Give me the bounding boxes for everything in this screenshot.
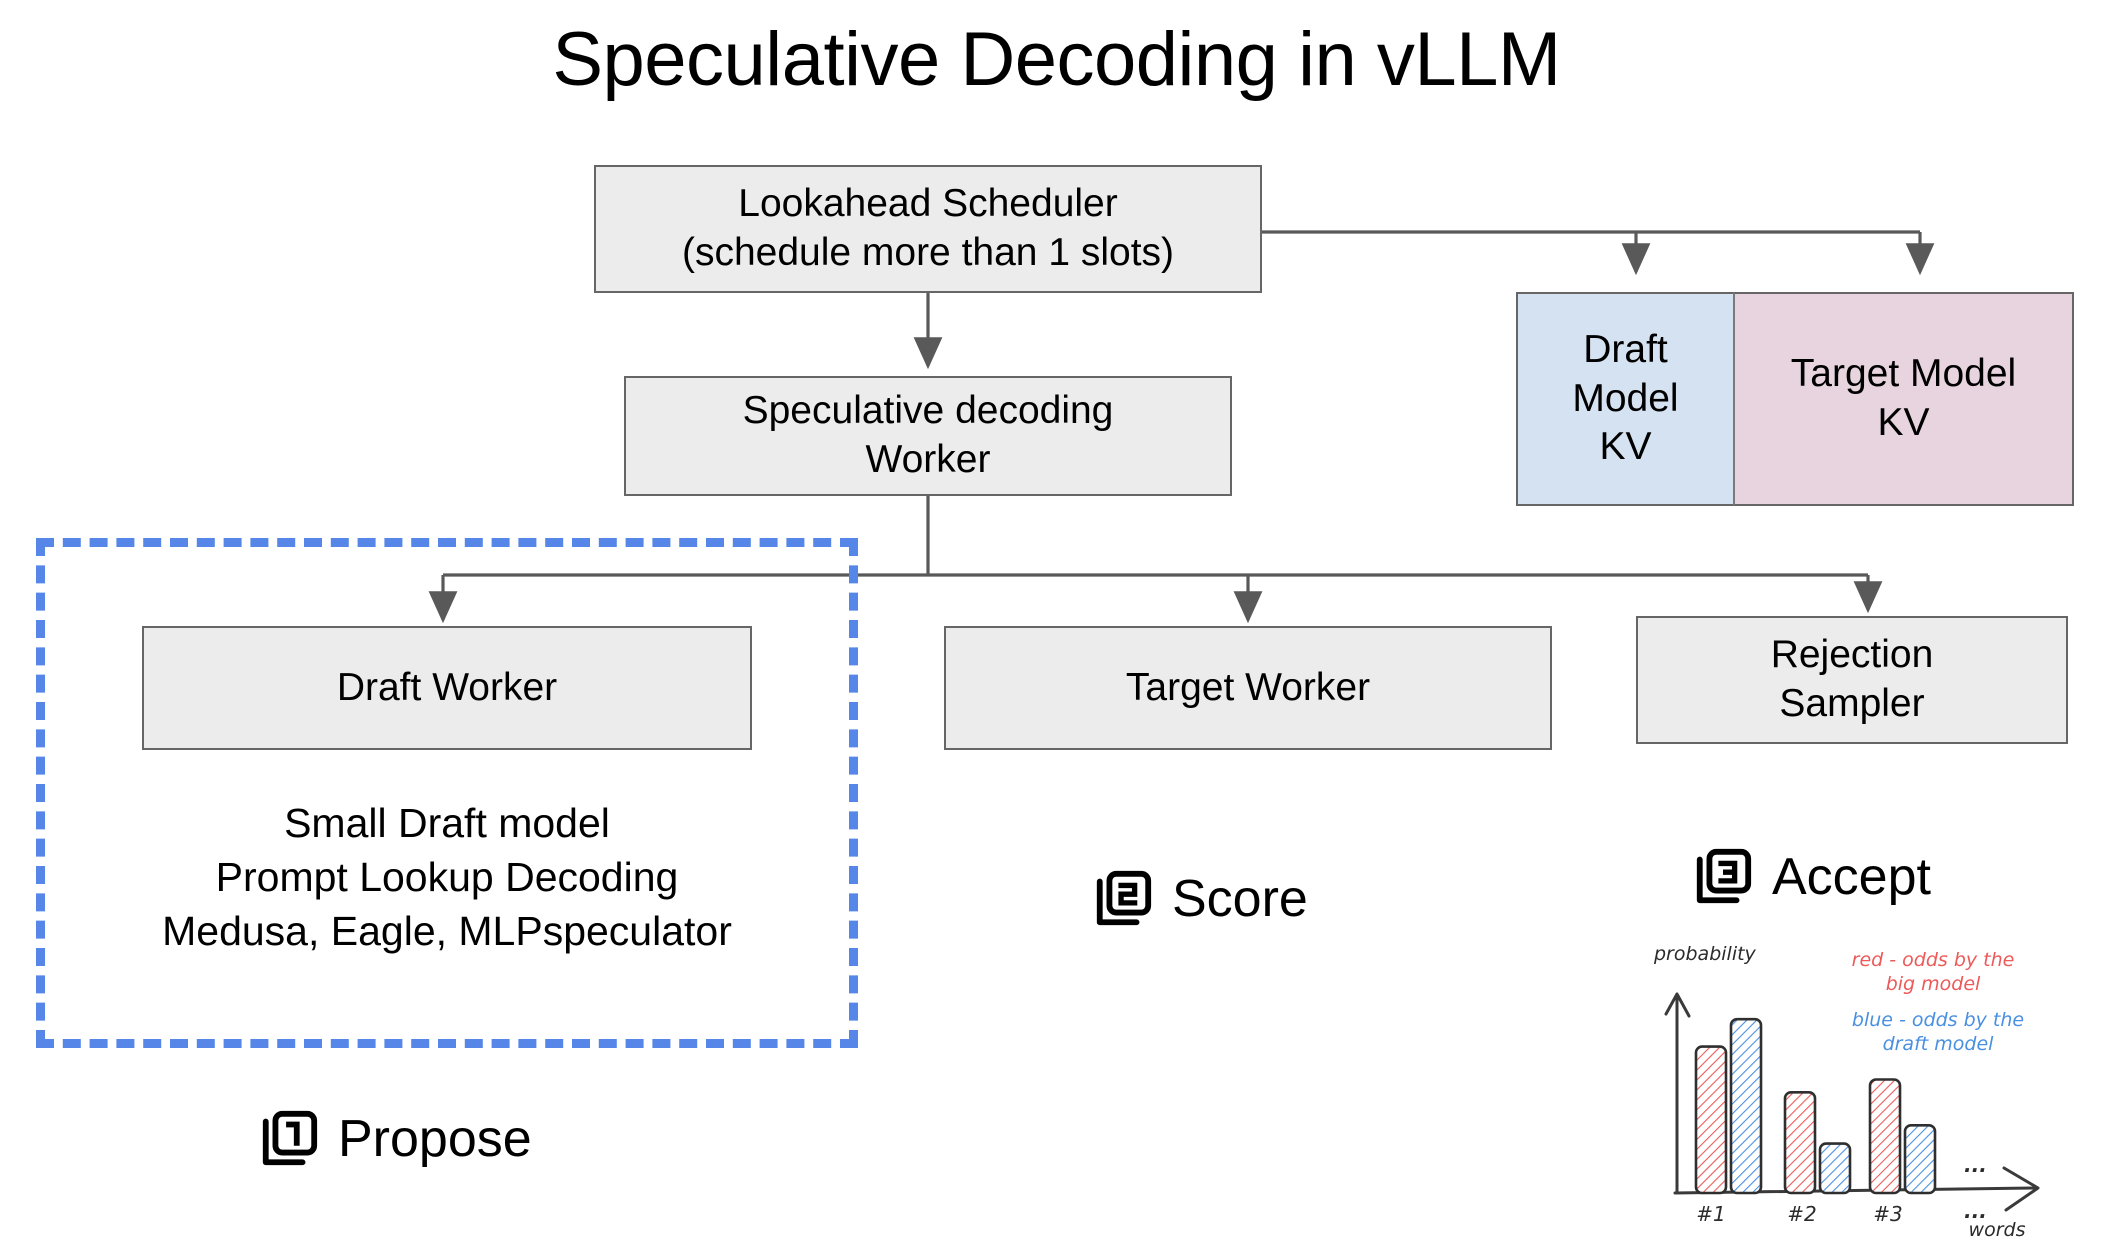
chart-legend-red-line2: big model (1886, 973, 1981, 995)
node-target-worker-line1: Target Worker (1125, 665, 1371, 709)
number-badge-2-icon (1096, 870, 1152, 926)
chart-bar-group-2 (1783, 1091, 1852, 1195)
draft-worker-notes: Small Draft model Prompt Lookup Decoding… (36, 796, 858, 958)
node-draft-model-kv-line3: KV (1599, 425, 1652, 469)
node-lookahead-scheduler[interactable]: Lookahead Scheduler (schedule more than … (594, 165, 1262, 293)
node-target-model-kv-line1: Target Model (1790, 352, 2017, 396)
chart-bar-3-blue (1903, 1124, 1937, 1195)
node-target-worker[interactable]: Target Worker (944, 626, 1552, 750)
step-score-label: Score (1172, 870, 1308, 928)
chart-bar-3-red (1868, 1078, 1902, 1195)
node-draft-worker[interactable]: Draft Worker (142, 626, 752, 750)
number-badge-3-icon (1696, 848, 1752, 904)
chart-ellipsis-upper: ... (1964, 1153, 1987, 1177)
chart-bar-group-1 (1694, 1017, 1763, 1195)
propose-stage-region (36, 538, 858, 1048)
draft-worker-note-2: Medusa, Eagle, MLPspeculator (162, 908, 732, 955)
node-rejection-sampler-line2: Sampler (1779, 682, 1925, 725)
chart-bar-2-red (1783, 1091, 1817, 1195)
number-badge-1-icon (262, 1110, 318, 1166)
node-rejection-sampler[interactable]: Rejection Sampler (1636, 616, 2068, 744)
node-speculative-decoding-worker-line1: Speculative decoding (742, 389, 1114, 433)
accept-probability-chart: probability (1648, 940, 2068, 1240)
step-propose[interactable]: Propose (258, 1108, 532, 1170)
step-accept-label: Accept (1772, 848, 1931, 906)
step-accept[interactable]: Accept (1692, 846, 1931, 908)
node-rejection-sampler-line1: Rejection (1770, 633, 1934, 677)
chart-bar-group-3 (1868, 1078, 1937, 1195)
chart-xtick-1: #2 (1787, 1202, 1816, 1226)
chart-bar-2-blue (1818, 1142, 1852, 1195)
node-lookahead-scheduler-line2: (schedule more than 1 slots) (681, 231, 1175, 274)
node-speculative-decoding-worker-line2: Worker (865, 438, 991, 481)
chart-legend-blue-line2: draft model (1883, 1033, 1995, 1055)
node-target-model-kv-line2: KV (1877, 401, 1930, 444)
chart-xtick-0: #1 (1696, 1202, 1725, 1226)
chart-xtick-2: #3 (1873, 1202, 1902, 1226)
node-speculative-decoding-worker[interactable]: Speculative decoding Worker (624, 376, 1232, 496)
chart-bar-1-blue (1729, 1017, 1763, 1195)
step-propose-label: Propose (338, 1110, 532, 1168)
node-draft-model-kv-line2: Model (1572, 376, 1679, 420)
node-draft-model-kv[interactable]: Draft Model KV (1516, 292, 1734, 506)
chart-ylabel: probability (1653, 943, 1757, 965)
chart-xtick-3: ... (1964, 1199, 1987, 1223)
chart-legend-red-line1: red - odds by the (1852, 949, 2015, 971)
chart-xlabel: words (1969, 1219, 2026, 1240)
draft-worker-note-0: Small Draft model (284, 800, 610, 846)
chart-y-axis (1664, 992, 1691, 1194)
node-draft-worker-line1: Draft Worker (336, 665, 558, 709)
node-lookahead-scheduler-line1: Lookahead Scheduler (738, 182, 1118, 226)
node-target-model-kv[interactable]: Target Model KV (1734, 292, 2074, 506)
draft-worker-note-1: Prompt Lookup Decoding (215, 854, 679, 901)
node-draft-model-kv-line1: Draft (1583, 327, 1668, 371)
chart-legend-blue-line1: blue - odds by the (1852, 1009, 2024, 1031)
page-title: Speculative Decoding in vLLM (552, 17, 1561, 102)
chart-bar-1-red (1694, 1045, 1728, 1195)
step-score[interactable]: Score (1092, 868, 1308, 930)
